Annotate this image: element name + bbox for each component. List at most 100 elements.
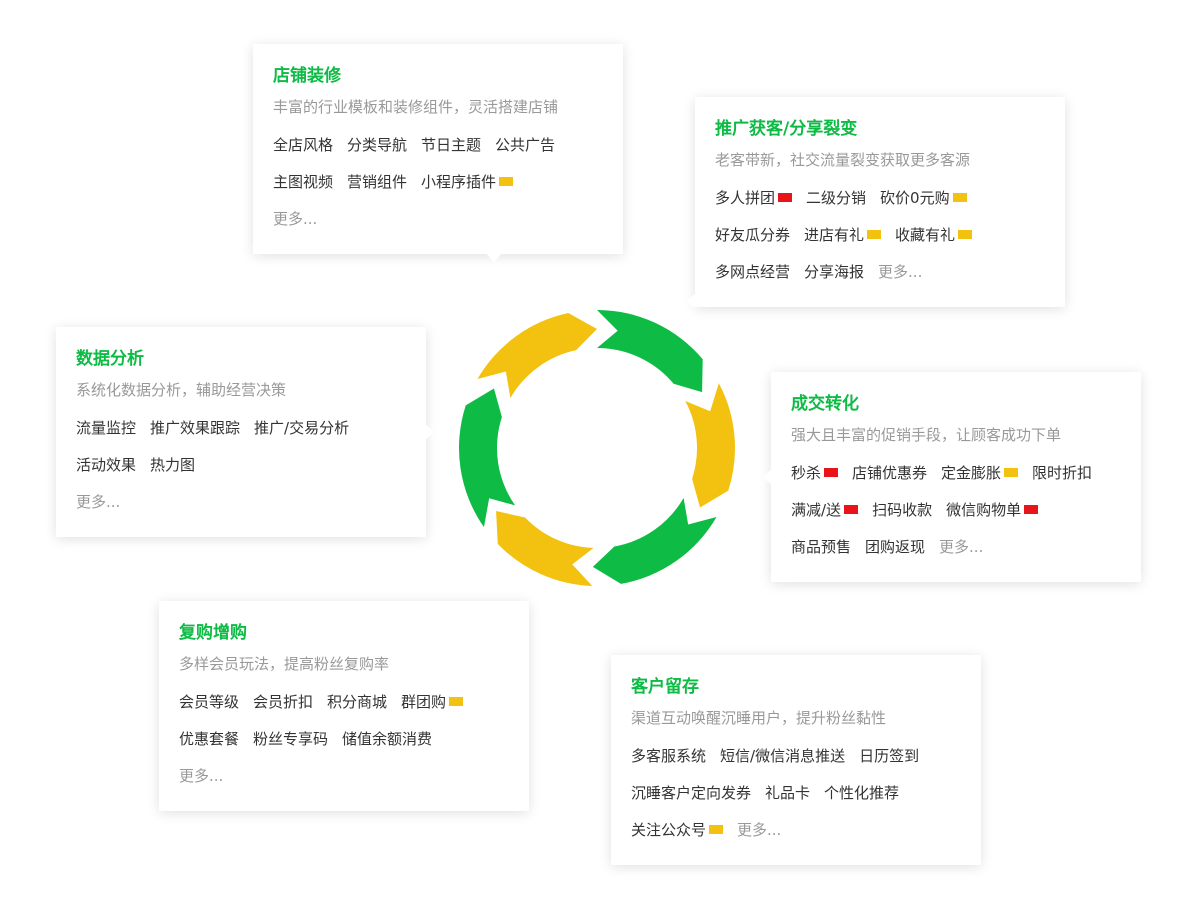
- feature-item[interactable]: 多网点经营: [715, 261, 790, 282]
- card-store-decoration: 店铺装修 丰富的行业模板和装修组件，灵活搭建店铺 全店风格分类导航节日主题公共广…: [253, 44, 623, 254]
- feature-row: 主图视频营销组件小程序插件: [273, 163, 605, 200]
- feature-item[interactable]: 储值余额消费: [342, 728, 432, 749]
- feature-item[interactable]: 流量监控: [76, 417, 136, 438]
- feature-item[interactable]: 优惠套餐: [179, 728, 239, 749]
- feature-item[interactable]: 节日主题: [421, 134, 481, 155]
- feature-item[interactable]: 积分商城: [327, 691, 387, 712]
- more-link[interactable]: 更多...: [179, 765, 223, 786]
- feature-label: 二级分销: [806, 189, 867, 207]
- feature-item[interactable]: 团购返现: [865, 536, 925, 557]
- feature-label: 更多...: [76, 493, 121, 511]
- hot-badge-icon: [1024, 505, 1039, 514]
- card-promotion: 推广获客/分享裂变 老客带新，社交流量裂变获取更多客源 多人拼团二级分销砍价0元…: [695, 97, 1065, 307]
- feature-item[interactable]: 热力图: [150, 454, 195, 475]
- feature-label: 限时折扣: [1032, 464, 1093, 482]
- new-badge-icon: [499, 177, 514, 186]
- feature-item[interactable]: 会员折扣: [253, 691, 313, 712]
- pointer-store: [487, 254, 501, 263]
- new-badge-icon: [952, 193, 967, 202]
- feature-label: 好友瓜分券: [715, 226, 791, 244]
- feature-item[interactable]: 店铺优惠券: [852, 462, 927, 483]
- feature-label: 短信/微信消息推送: [720, 747, 846, 765]
- more-link[interactable]: 更多...: [939, 536, 983, 557]
- feature-item[interactable]: 限时折扣: [1032, 462, 1092, 483]
- feature-label: 微信购物单: [946, 501, 1022, 519]
- feature-item[interactable]: 活动效果: [76, 454, 136, 475]
- feature-row: 商品预售团购返现更多...: [791, 528, 1123, 565]
- cycle-arrow-segment: [477, 313, 597, 398]
- feature-item[interactable]: 砍价0元购: [880, 187, 967, 208]
- more-link[interactable]: 更多...: [737, 819, 781, 840]
- feature-label: 群团购: [401, 693, 447, 711]
- card-subtitle: 渠道互动唤醒沉睡用户，提升粉丝黏性: [631, 709, 887, 727]
- feature-item[interactable]: 粉丝专享码: [253, 728, 328, 749]
- feature-item[interactable]: 全店风格: [273, 134, 333, 155]
- more-link[interactable]: 更多...: [76, 491, 120, 512]
- feature-list: 秒杀店铺优惠券定金膨胀限时折扣满减/送 扫码收款微信购物单商品预售团购返现更多..…: [791, 454, 1123, 565]
- feature-item[interactable]: 好友瓜分券: [715, 224, 790, 245]
- feature-item[interactable]: 日历签到: [859, 745, 919, 766]
- feature-item[interactable]: 主图视频: [273, 171, 333, 192]
- feature-label: 储值余额消费: [342, 730, 433, 748]
- feature-row: 会员等级会员折扣积分商城群团购: [179, 683, 511, 720]
- feature-row: 好友瓜分券进店有礼 收藏有礼: [715, 216, 1047, 253]
- feature-item[interactable]: 收藏有礼: [895, 224, 973, 245]
- feature-item[interactable]: 关注公众号: [631, 819, 724, 840]
- feature-label: 进店有礼: [804, 226, 865, 244]
- more-link[interactable]: 更多...: [878, 261, 922, 282]
- card-title: 复购增购: [179, 623, 247, 643]
- feature-item[interactable]: 小程序插件: [421, 171, 514, 192]
- feature-item[interactable]: 礼品卡: [765, 782, 810, 803]
- feature-item[interactable]: 推广效果跟踪: [150, 417, 240, 438]
- card-title: 客户留存: [631, 677, 699, 697]
- feature-item[interactable]: 商品预售: [791, 536, 851, 557]
- feature-label: 更多...: [939, 538, 984, 556]
- cycle-arrow-segment: [496, 511, 594, 586]
- card-subtitle: 系统化数据分析，辅助经营决策: [76, 381, 287, 399]
- cycle-diagram: [459, 310, 735, 586]
- feature-label: 公共广告: [495, 136, 556, 154]
- feature-item[interactable]: 多人拼团: [715, 187, 793, 208]
- feature-list: 多人拼团二级分销砍价0元购好友瓜分券进店有礼 收藏有礼多网点经营分享海报更多...: [715, 179, 1047, 290]
- feature-row: 多人拼团二级分销砍价0元购: [715, 179, 1047, 216]
- feature-label: 收藏有礼: [895, 226, 956, 244]
- feature-row: 秒杀店铺优惠券定金膨胀限时折扣: [791, 454, 1123, 491]
- feature-item[interactable]: 二级分销: [806, 187, 866, 208]
- feature-item[interactable]: 沉睡客户定向发券: [631, 782, 751, 803]
- feature-item[interactable]: 分类导航: [347, 134, 407, 155]
- feature-item[interactable]: 短信/微信消息推送: [720, 745, 845, 766]
- new-badge-icon: [709, 825, 724, 834]
- feature-item[interactable]: 满减/送: [791, 499, 859, 520]
- card-conversion: 成交转化 强大且丰富的促销手段，让顾客成功下单 秒杀店铺优惠券定金膨胀限时折扣满…: [771, 372, 1141, 582]
- feature-row: 更多...: [179, 757, 511, 794]
- cycle-arrow-segment: [597, 310, 703, 393]
- feature-item[interactable]: 分享海报: [804, 261, 864, 282]
- feature-row: 沉睡客户定向发券礼品卡个性化推荐: [631, 774, 963, 811]
- feature-item[interactable]: 营销组件: [347, 171, 407, 192]
- card-subtitle: 老客带新，社交流量裂变获取更多客源: [715, 151, 971, 169]
- feature-item[interactable]: 微信购物单: [946, 499, 1039, 520]
- cycle-arrow-segment: [592, 498, 717, 584]
- feature-row: 更多...: [76, 483, 408, 520]
- feature-item[interactable]: 扫码收款: [872, 499, 932, 520]
- feature-item[interactable]: 会员等级: [179, 691, 239, 712]
- feature-item[interactable]: 多客服系统: [631, 745, 706, 766]
- feature-item[interactable]: 群团购: [401, 691, 464, 712]
- card-title: 推广获客/分享裂变: [715, 119, 858, 139]
- feature-item[interactable]: 定金膨胀: [941, 462, 1019, 483]
- new-badge-icon: [867, 230, 882, 239]
- feature-item[interactable]: 公共广告: [495, 134, 555, 155]
- feature-label: 更多...: [179, 767, 224, 785]
- feature-row: 多客服系统短信/微信消息推送日历签到: [631, 737, 963, 774]
- feature-list: 多客服系统短信/微信消息推送日历签到沉睡客户定向发券礼品卡个性化推荐关注公众号更…: [631, 737, 963, 848]
- feature-label: 满减/送: [791, 501, 842, 519]
- card-data-analysis: 数据分析 系统化数据分析，辅助经营决策 流量监控推广效果跟踪推广/交易分析活动效…: [56, 327, 426, 537]
- feature-item[interactable]: 个性化推荐: [824, 782, 899, 803]
- feature-item[interactable]: 进店有礼: [804, 224, 882, 245]
- feature-item[interactable]: 秒杀: [791, 462, 839, 483]
- card-title: 数据分析: [76, 349, 144, 369]
- feature-item[interactable]: 推广/交易分析: [254, 417, 349, 438]
- more-link[interactable]: 更多...: [273, 208, 317, 229]
- feature-label: 商品预售: [791, 538, 852, 556]
- feature-label: 全店风格: [273, 136, 334, 154]
